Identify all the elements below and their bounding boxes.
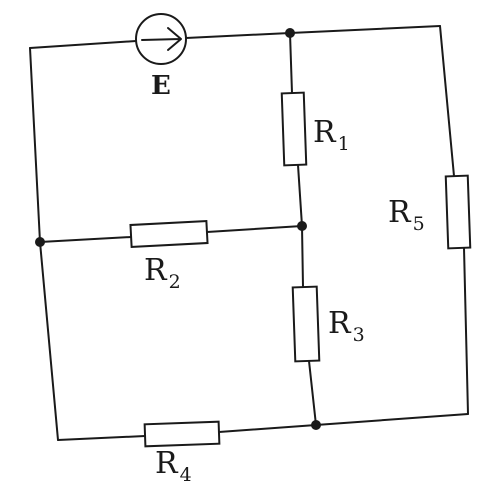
wire-right (439, 25, 469, 415)
junction-node-bottom (311, 420, 321, 430)
junction-node-top (285, 28, 295, 38)
wire-left-lower (39, 241, 59, 441)
wire-top-right (185, 25, 441, 39)
wire-bottom (57, 413, 469, 441)
voltage-source-e: E (135, 13, 187, 101)
junction-node-center (297, 221, 307, 231)
wire-left-upper (29, 47, 41, 243)
junction-node-left (35, 237, 45, 247)
wire-top-left (29, 40, 137, 49)
arrow-right-icon (141, 27, 182, 51)
wire-middle (39, 225, 303, 243)
source-label: E (151, 71, 171, 101)
